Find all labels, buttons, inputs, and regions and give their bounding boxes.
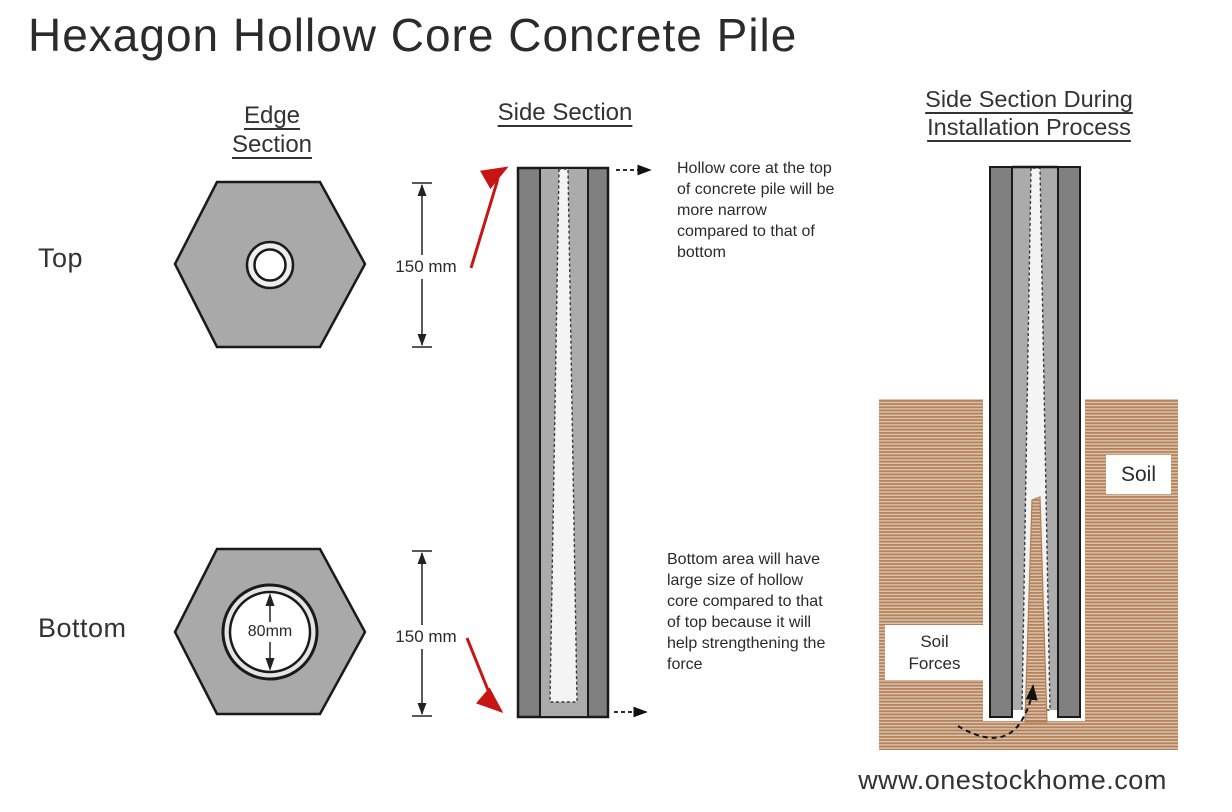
- installation-pile: [989, 165, 1081, 723]
- installation-pile-right-wall: [1057, 166, 1081, 718]
- red-pointer-bottom-icon: [465, 637, 504, 713]
- soil-right-block: [1085, 399, 1178, 747]
- soil-forces-line2: Forces: [908, 653, 961, 673]
- top-row-label: Top: [38, 243, 84, 273]
- soil-force-curved-arrow-icon: [957, 684, 1038, 739]
- top-dimension-label: 150 mm: [391, 255, 461, 279]
- soil-left-block: [879, 399, 983, 750]
- side-section-heading: Side Section: [460, 99, 670, 127]
- side-section-pile: [516, 166, 610, 719]
- top-dimension-arrow-icon: [412, 182, 432, 348]
- top-annotation: Hollow core at the top of concrete pile …: [677, 160, 835, 261]
- top-hexagon-section: [173, 180, 367, 349]
- installation-pile-left-wall: [989, 166, 1013, 718]
- soil-bottom-strip: [879, 721, 1178, 750]
- side-section-heading-text: Side Section: [497, 99, 633, 126]
- page-title: Hexagon Hollow Core Concrete Pile: [28, 9, 798, 61]
- bottom-annotation: Bottom area will have large size of holl…: [667, 551, 826, 673]
- soil-plug-wedge: [1024, 496, 1048, 723]
- installation-heading-line1: Side Section During: [925, 86, 1133, 112]
- bottom-dimension-label: 150 mm: [391, 625, 461, 649]
- edge-section-heading: Edge Section: [192, 101, 352, 159]
- top-core-hole: [253, 248, 287, 282]
- edge-section-heading-line1: Edge: [243, 102, 301, 129]
- red-pointer-top-icon: [469, 166, 509, 269]
- website-url: www.onestockhome.com: [858, 765, 1167, 795]
- tapered-hollow-core: [549, 168, 578, 703]
- soil-forces-label: Soil Forces: [885, 625, 984, 680]
- edge-section-heading-line2: Section: [231, 131, 313, 158]
- installation-heading-line2: Installation Process: [927, 114, 1131, 140]
- soil-label: Soil: [1106, 455, 1171, 494]
- installation-section-heading: Side Section During Installation Process: [900, 85, 1158, 141]
- soil-forces-line1: Soil: [920, 631, 949, 651]
- core-diameter-label: 80mm: [245, 622, 295, 642]
- bottom-row-label: Bottom: [38, 613, 127, 643]
